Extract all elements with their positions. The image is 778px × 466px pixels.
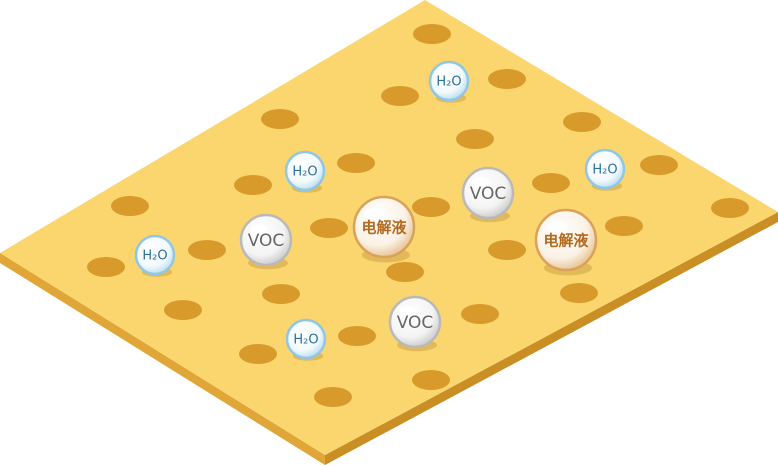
pore xyxy=(381,86,419,106)
voc-molecule-icon: VOC xyxy=(461,166,515,223)
water-molecule-icon: H₂O xyxy=(428,60,470,103)
molecule-label: H₂O xyxy=(142,249,167,264)
electrolyte-molecule-icon: 电解液 xyxy=(352,195,416,263)
molecule-label: VOC xyxy=(248,231,285,251)
pore xyxy=(456,129,494,149)
pore xyxy=(261,109,299,129)
molecule-highlight xyxy=(398,306,417,316)
voc-molecule-icon: VOC xyxy=(239,213,293,270)
pore xyxy=(164,300,202,320)
molecule-highlight xyxy=(546,221,568,232)
pore xyxy=(560,283,598,303)
molecule-label: H₂O xyxy=(293,333,318,348)
pore xyxy=(488,69,526,89)
molecule-highlight xyxy=(293,327,307,334)
pore xyxy=(563,112,601,132)
pore xyxy=(532,173,570,193)
water-molecule-icon: H₂O xyxy=(134,234,176,277)
pore xyxy=(337,153,375,173)
pore xyxy=(314,387,352,407)
pore xyxy=(87,257,125,277)
molecule-highlight xyxy=(471,177,490,187)
pore xyxy=(711,198,749,218)
molecule-label: 电解液 xyxy=(361,218,407,236)
electrolyte-molecule-icon: 电解液 xyxy=(534,208,598,276)
water-molecule-icon: H₂O xyxy=(285,318,327,361)
pore xyxy=(413,24,451,44)
molecule-highlight xyxy=(436,69,450,76)
pore xyxy=(111,196,149,216)
molecule-label: H₂O xyxy=(592,163,617,178)
molecule-highlight xyxy=(592,157,606,164)
molecule-label: VOC xyxy=(397,313,434,333)
pore xyxy=(461,304,499,324)
molecule-label: VOC xyxy=(470,184,507,204)
pore xyxy=(262,284,300,304)
molecule-label: 电解液 xyxy=(543,231,589,249)
pore xyxy=(188,240,226,260)
pore xyxy=(412,370,450,390)
pore xyxy=(412,197,450,217)
pore xyxy=(234,175,272,195)
pore xyxy=(338,326,376,346)
molecule-highlight xyxy=(364,208,386,219)
molecule-highlight xyxy=(292,159,306,166)
pore xyxy=(386,262,424,282)
molecule-label: H₂O xyxy=(292,165,317,180)
water-molecule-icon: H₂O xyxy=(284,150,326,193)
pore xyxy=(488,240,526,260)
molecule-highlight xyxy=(142,243,156,250)
voc-molecule-icon: VOC xyxy=(388,295,442,352)
molecule-label: H₂O xyxy=(436,75,461,90)
pore xyxy=(605,216,643,236)
pore xyxy=(310,218,348,238)
pore xyxy=(640,155,678,175)
water-molecule-icon: H₂O xyxy=(584,148,626,191)
membrane-side-right xyxy=(325,212,778,465)
pore xyxy=(239,344,277,364)
pores xyxy=(87,24,749,407)
molecule-highlight xyxy=(249,224,268,234)
membrane-side-left xyxy=(0,253,325,465)
